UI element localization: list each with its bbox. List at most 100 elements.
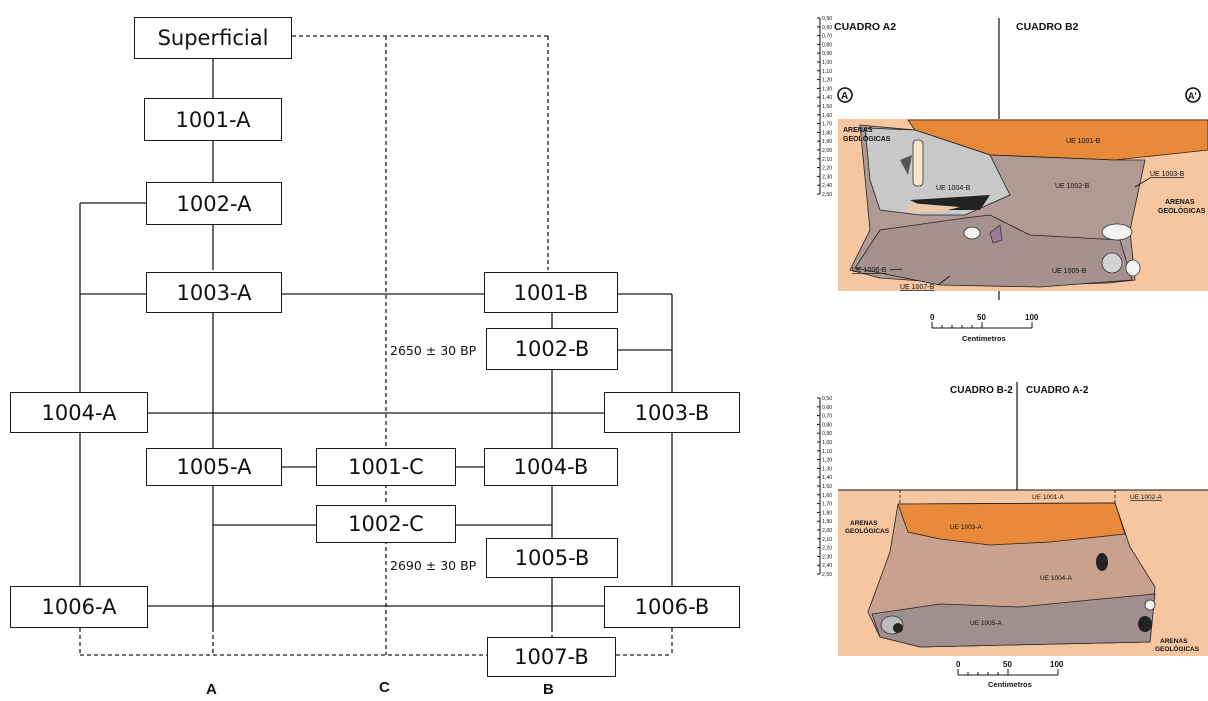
label-ue1004a: UE 1004-A: [1040, 575, 1072, 582]
depth-bottom-tick-label-17: 2,20: [822, 546, 832, 552]
node-1006-a: 1006-A: [10, 586, 148, 628]
label-ue1001b: UE 1001-B: [1066, 138, 1101, 145]
inclusion-stone-2: [963, 226, 981, 240]
node-1002-b: 1002-B: [486, 328, 618, 370]
depth-top-tick-label-0: 0,50: [822, 16, 832, 22]
depth-top-tick-label-12: 1,70: [822, 122, 832, 128]
label-ue1003b: UE 1003-B: [1150, 171, 1185, 178]
node-1004-a: 1004-A: [10, 392, 148, 433]
label-ue1007b: UE 1007-B: [900, 284, 935, 291]
date-1005-b: 2690 ± 30 BP: [390, 558, 477, 573]
marker-a-prime-top: A': [1185, 87, 1201, 103]
inclusion-bone: [912, 139, 924, 187]
inclusion-stone-b4: [1144, 599, 1156, 611]
depth-bottom-tick-label-15: 2,00: [822, 528, 832, 534]
header-cuadro-a2: CUADRO A2: [834, 21, 896, 33]
node-1002-a: 1002-A: [146, 182, 282, 225]
label-ue1005b: UE 1005-B: [1052, 268, 1087, 275]
label-geologicas-left-top: GEOLÓGICAS: [843, 134, 891, 143]
column-label-c: C: [379, 679, 390, 696]
label-arenas-left-top: ARENAS: [843, 127, 873, 134]
date-1002-b: 2650 ± 30 BP: [390, 343, 477, 358]
node-1005-b: 1005-B: [486, 538, 618, 578]
depth-bottom-tick-label-13: 1,80: [822, 510, 832, 516]
column-label-b: B: [543, 681, 554, 698]
label-ue1001a: UE 1001-A: [1032, 494, 1064, 501]
node-1001-b: 1001-B: [484, 272, 618, 313]
scale-50-top: 50: [977, 313, 986, 322]
depth-bottom-tick-label-12: 1,70: [822, 502, 832, 508]
svg-text:A: A: [841, 91, 848, 102]
depth-top-tick-label-11: 1,60: [822, 113, 832, 119]
depth-top-tick-label-6: 1,10: [822, 69, 832, 75]
depth-bottom-tick-label-19: 2,40: [822, 563, 832, 569]
depth-bottom-tick-label-16: 2,10: [822, 537, 832, 543]
harris-connectors: [79, 35, 673, 656]
inclusion-stone-5: [1101, 252, 1123, 274]
depth-top-tick-label-10: 1,50: [822, 104, 832, 110]
depth-bottom-tick-label-6: 1,10: [822, 449, 832, 455]
depth-top-tick-label-8: 1,30: [822, 86, 832, 92]
depth-bottom-tick-label-7: 1,20: [822, 458, 832, 464]
column-label-a: A: [206, 681, 217, 698]
label-ue1006b: UE 1006-B: [852, 267, 887, 274]
solid-connectors: [79, 59, 673, 628]
scale-unit-top: Centimetros: [962, 334, 1006, 343]
depth-top-tick-label-7: 1,20: [822, 78, 832, 84]
scale-0-bottom: 0: [956, 660, 961, 669]
svg-text:A': A': [1188, 91, 1197, 101]
dashed-connectors: [79, 35, 673, 656]
depth-top-tick-label-15: 2,00: [822, 148, 832, 154]
depth-bottom-tick-label-1: 0,60: [822, 405, 832, 411]
label-ue1004b: UE 1004-B: [936, 185, 971, 192]
depth-top-tick-label-20: 2,50: [822, 192, 832, 198]
inclusion-dark-bottom: [1096, 553, 1108, 571]
node-1006-b: 1006-B: [604, 586, 740, 628]
node-1003-a: 1003-A: [146, 272, 282, 313]
node-1001-a: 1001-A: [144, 98, 282, 141]
depth-top-tick-label-19: 2,40: [822, 183, 832, 189]
node-superficial: Superficial: [134, 17, 292, 59]
depth-top-tick-label-14: 1,90: [822, 139, 832, 145]
inclusion-stone-4: [1101, 223, 1133, 241]
depth-top-tick-label-9: 1,40: [822, 95, 832, 101]
node-1005-a: 1005-A: [146, 448, 282, 486]
header-cuadro-a-2: CUADRO A-2: [1026, 385, 1089, 396]
depth-top-tick-label-4: 0,90: [822, 51, 832, 57]
section-bottom-drawing: 0,500,600,700,800,901,001,101,201,301,40…: [817, 382, 1208, 689]
depth-top-tick-label-13: 1,80: [822, 130, 832, 136]
node-1003-b: 1003-B: [604, 392, 740, 433]
label-geologicas-right-top: GEOLÓGICAS: [1158, 206, 1206, 215]
scale-0-top: 0: [930, 313, 935, 322]
inclusion-stone-b3: [1138, 616, 1152, 632]
section-top-drawing: 0,500,600,700,800,901,001,101,201,301,40…: [817, 16, 1208, 343]
inclusion-stone-b2: [893, 623, 903, 633]
scale-unit-bottom: Centimetros: [988, 680, 1032, 689]
label-ue1002a: UE 1002-A: [1130, 494, 1162, 501]
marker-a-top: A: [837, 87, 853, 103]
label-geologicas-left-bottom: GEOLÓGICAS: [845, 526, 890, 535]
layer-ue1005a: [871, 593, 1156, 648]
depth-top-tick-label-16: 2,10: [822, 157, 832, 163]
label-ue1002b: UE 1002-B: [1055, 183, 1090, 190]
scale-bar-bottom: [957, 669, 1059, 676]
depth-top-tick-label-3: 0,80: [822, 42, 832, 48]
inclusion-light: [905, 203, 960, 212]
scale-bar-top: [931, 322, 1033, 329]
node-1004-b: 1004-B: [484, 448, 618, 486]
depth-bottom-tick-label-5: 1,00: [822, 440, 832, 446]
layer-ue1005b: [854, 214, 1133, 288]
depth-bottom-tick-label-0: 0,50: [822, 396, 832, 402]
depth-bottom-tick-label-8: 1,30: [822, 466, 832, 472]
inclusion-stone-1: [900, 155, 912, 175]
label-ue1003a: UE 1003-A: [950, 524, 982, 531]
header-cuadro-b-2: CUADRO B-2: [950, 385, 1013, 396]
node-1007-b: 1007-B: [487, 637, 616, 677]
scale-100-bottom: 100: [1050, 660, 1064, 669]
harris-matrix: Superficial 1001-A 1002-A 1003-A 1004-A …: [10, 17, 740, 698]
depth-bottom-tick-label-14: 1,90: [822, 519, 832, 525]
label-arenas-right-bottom: ARENAS: [1160, 638, 1188, 645]
depth-bottom-tick-label-9: 1,40: [822, 475, 832, 481]
